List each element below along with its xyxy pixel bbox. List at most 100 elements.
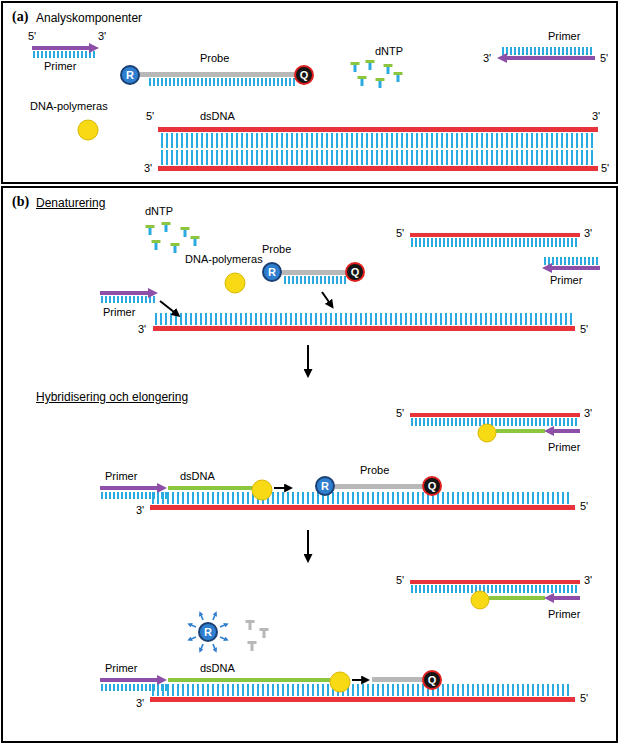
new-strand <box>489 596 545 600</box>
base-pair <box>113 296 115 303</box>
dna-strand <box>410 413 580 417</box>
base-pair <box>507 684 509 696</box>
base-pair <box>559 238 561 247</box>
flow-arrow <box>352 679 362 681</box>
nucleotide <box>394 72 403 75</box>
base-pair <box>49 51 51 58</box>
base-pair <box>336 150 338 165</box>
component-label: dsDNA <box>200 662 235 675</box>
probe-strand <box>138 72 298 77</box>
base-pair <box>566 47 568 55</box>
base-pair <box>189 78 191 86</box>
base-pair <box>515 313 517 325</box>
base-pair <box>232 684 234 696</box>
base-pair <box>395 313 397 325</box>
dye-letter: Q <box>300 70 309 81</box>
base-pair <box>232 492 234 504</box>
base-pair <box>571 133 573 148</box>
base-pair <box>101 684 103 691</box>
base-pair <box>531 238 533 247</box>
base-pair <box>530 47 532 55</box>
primer-arrow <box>32 46 90 50</box>
base-pair <box>387 684 389 696</box>
base-pair <box>423 585 425 593</box>
base-pair <box>365 313 367 325</box>
base-pair <box>482 492 484 504</box>
strand-end: 3' <box>98 30 106 43</box>
polymerase <box>252 480 272 500</box>
base-pair <box>316 276 318 284</box>
base-pair <box>157 684 159 696</box>
base-pair <box>109 684 111 691</box>
base-pair <box>558 47 560 55</box>
base-pair <box>495 585 497 593</box>
polymerase <box>330 672 350 692</box>
base-pair <box>475 418 477 426</box>
base-pair <box>581 150 583 165</box>
base-pair <box>411 238 413 247</box>
base-pair <box>287 684 289 696</box>
base-pair <box>507 418 509 426</box>
base-pair <box>205 78 207 86</box>
dye-letter: Q <box>351 267 360 278</box>
base-pair <box>351 150 353 165</box>
base-pair <box>547 684 549 696</box>
base-pair <box>191 150 193 165</box>
base-pair <box>447 418 449 426</box>
base-pair <box>295 313 297 325</box>
base-pair <box>566 150 568 165</box>
base-pair <box>324 276 326 284</box>
base-pair <box>426 133 428 148</box>
base-pair <box>113 492 115 499</box>
base-pair <box>531 133 533 148</box>
base-pair <box>265 313 267 325</box>
base-pair <box>435 238 437 247</box>
base-pair <box>492 684 494 696</box>
base-pair <box>586 47 588 55</box>
base-pair <box>552 257 554 265</box>
base-pair <box>397 684 399 696</box>
base-pair <box>443 238 445 247</box>
nucleotide <box>260 628 269 631</box>
base-pair <box>535 418 537 426</box>
base-pair <box>475 313 477 325</box>
base-pair <box>375 313 377 325</box>
base-pair <box>495 238 497 247</box>
flow-arrow <box>307 530 309 555</box>
base-pair <box>482 684 484 696</box>
base-pair <box>407 684 409 696</box>
base-pair <box>271 133 273 148</box>
base-pair <box>225 78 227 86</box>
strand-end: 5' <box>396 574 404 587</box>
base-pair <box>311 133 313 148</box>
nucleotide <box>263 631 266 638</box>
base-pair <box>380 313 382 325</box>
base-pair <box>246 133 248 148</box>
base-pair <box>402 684 404 696</box>
strand-end: 5' <box>28 30 36 43</box>
base-pair <box>545 313 547 325</box>
base-pair <box>242 492 244 504</box>
base-pair <box>301 133 303 148</box>
base-pair <box>565 313 567 325</box>
base-pair <box>341 133 343 148</box>
base-pair <box>496 133 498 148</box>
base-pair <box>487 684 489 696</box>
base-pair <box>320 276 322 284</box>
panel-frame: (a)AnalyskomponenterRQ <box>1 1 618 184</box>
base-pair <box>426 150 428 165</box>
base-pair <box>463 238 465 247</box>
nucleotide <box>379 81 382 88</box>
quencher-dye: Q <box>422 476 442 496</box>
base-pair <box>167 684 169 696</box>
base-pair <box>336 133 338 148</box>
base-pair <box>33 51 35 58</box>
base-pair <box>439 418 441 426</box>
base-pair <box>564 257 566 265</box>
primer-arrow <box>32 48 600 680</box>
base-pair <box>321 150 323 165</box>
base-pair <box>109 492 111 499</box>
base-pair <box>152 684 154 696</box>
base-pair <box>351 133 353 148</box>
base-pair <box>451 585 453 593</box>
